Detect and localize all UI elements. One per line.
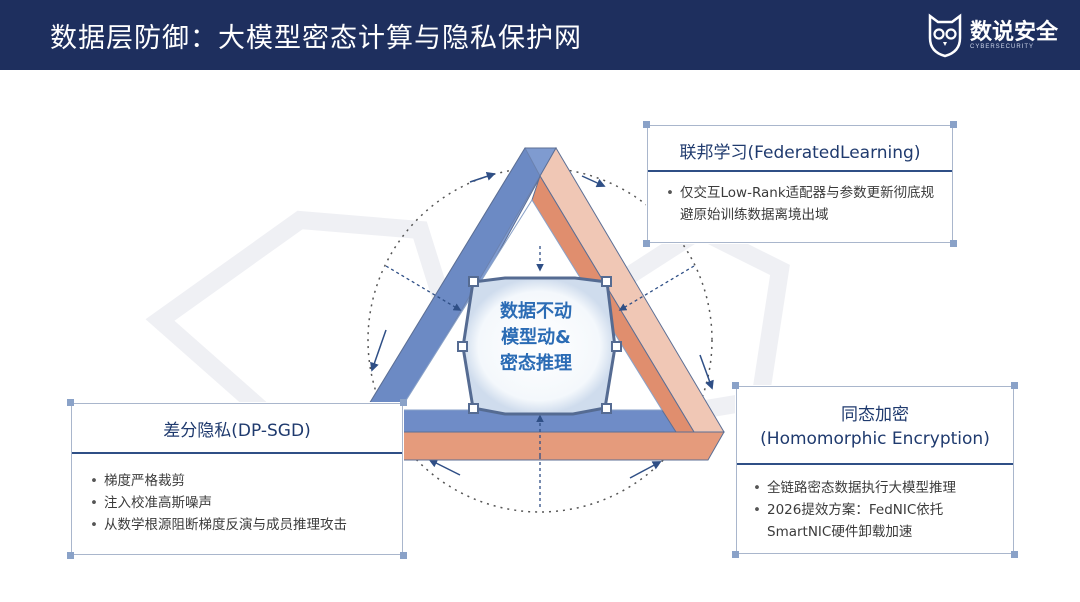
bullet-item: •全链路密态数据执行大模型推理 xyxy=(753,480,956,496)
bullet-item: •2026提效方案：FedNIC依托SmartNIC硬件卸载加速 xyxy=(753,502,944,540)
bullet-item: •梯度严格裁剪 xyxy=(90,473,185,489)
orbit-arrows xyxy=(370,172,714,479)
brand: 数说安全 CYBERSECURITY xyxy=(928,12,1059,60)
divider xyxy=(648,170,952,172)
hexagon-nodes xyxy=(457,276,622,414)
inner-connectors xyxy=(385,246,695,510)
federated-learning-bullets: •仅交互Low-Rank适配器与参数更新彻底规避原始训练数据离境出域 xyxy=(648,172,952,226)
diagram: 数据不动 模型动& 密态推理 联邦学习(FederatedLearning) •… xyxy=(0,70,1080,602)
divider xyxy=(72,452,402,454)
center-line-2: 模型动& xyxy=(501,327,571,348)
federated-learning-title: 联邦学习(FederatedLearning) xyxy=(679,143,921,163)
brand-name: 数说安全 xyxy=(970,20,1059,45)
page-title: 数据层防御：大模型密态计算与隐私保护网 xyxy=(50,23,582,54)
brand-tagline: CYBERSECURITY xyxy=(970,44,1035,50)
homomorphic-encryption-bullets: •全链路密态数据执行大模型推理 •2026提效方案：FedNIC依托SmartN… xyxy=(737,465,1013,543)
bullet-item: •从数学根源阻断梯度反演与成员推理攻击 xyxy=(90,517,347,533)
differential-privacy-title: 差分隐私(DP-SGD) xyxy=(163,421,311,441)
center-line-1: 数据不动 xyxy=(500,301,572,322)
owl-logo-icon xyxy=(928,13,962,58)
differential-privacy-bullets: •梯度严格裁剪 •注入校准高斯噪声 •从数学根源阻断梯度反演与成员推理攻击 xyxy=(72,454,402,536)
bullet-item: •仅交互Low-Rank适配器与参数更新彻底规避原始训练数据离境出域 xyxy=(666,185,935,223)
triangle-diagram xyxy=(145,146,790,513)
dotted-orbit xyxy=(367,167,713,513)
divider xyxy=(737,463,1013,465)
differential-privacy-box: 差分隐私(DP-SGD) •梯度严格裁剪 •注入校准高斯噪声 •从数学根源阻断梯… xyxy=(67,399,407,559)
center-line-3: 密态推理 xyxy=(500,353,572,374)
federated-learning-box: 联邦学习(FederatedLearning) •仅交互Low-Rank适配器与… xyxy=(643,121,957,247)
header-bar: 数据层防御：大模型密态计算与隐私保护网 数说安全 CYBERSECURITY xyxy=(0,0,1080,70)
homomorphic-encryption-box: 同态加密 (Homomorphic Encryption) •全链路密态数据执行… xyxy=(732,382,1018,558)
he-title-line-1: 同态加密 xyxy=(841,405,909,425)
bullet-item: •注入校准高斯噪声 xyxy=(90,495,212,511)
homomorphic-encryption-title: 同态加密 (Homomorphic Encryption) xyxy=(737,387,1013,451)
center-label: 数据不动 模型动& 密态推理 xyxy=(486,299,586,377)
he-title-line-2: (Homomorphic Encryption) xyxy=(760,429,990,449)
